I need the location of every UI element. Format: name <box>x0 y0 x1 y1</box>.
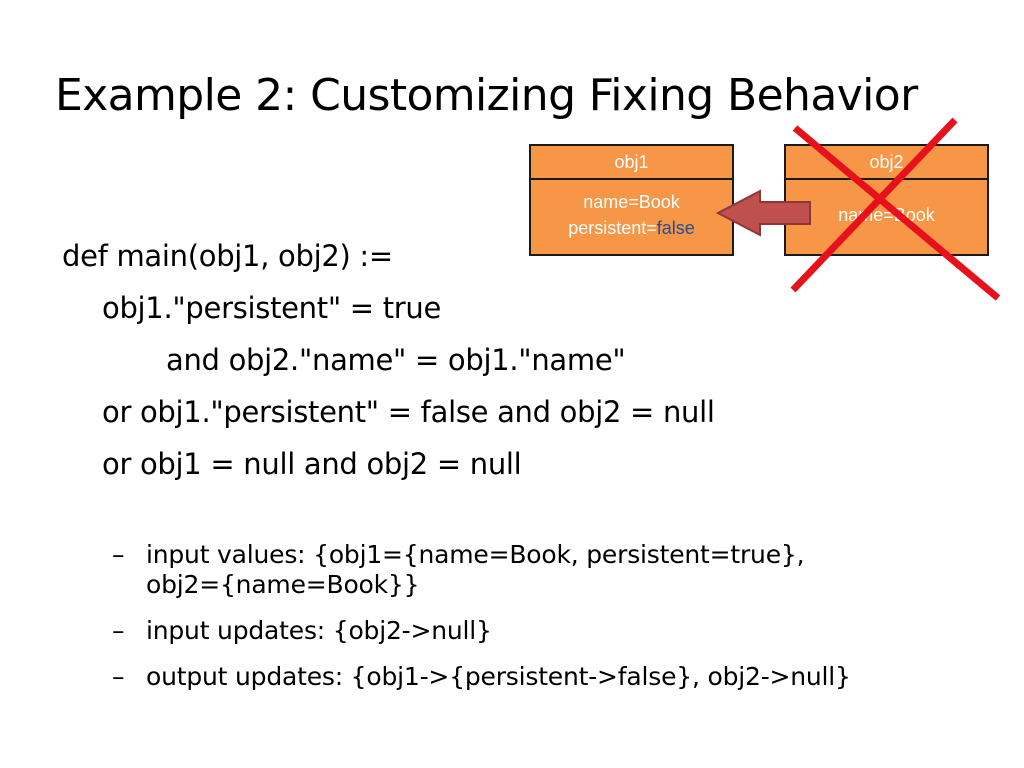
left-arrow <box>715 189 811 237</box>
cross-stroke-2 <box>790 117 958 293</box>
code-line: and obj2."name" = obj1."name" <box>166 343 626 377</box>
obj1-body: name=Book persistent=false <box>531 180 732 241</box>
bullet-dash: – <box>112 662 125 691</box>
bullet-text: output updates: {obj1->{persistent->fals… <box>146 662 851 691</box>
code-line: or obj1."persistent" = false and obj2 = … <box>102 395 715 429</box>
obj1-header: obj1 <box>531 146 732 180</box>
obj1-persistent-value: false <box>656 218 695 238</box>
bullet-text: input updates: {obj2->null} <box>146 616 492 645</box>
bullet-input-values: – input values: {obj1={name=Book, persis… <box>112 540 851 600</box>
obj1-box: obj1 name=Book persistent=false <box>529 144 734 256</box>
bullet-list: – input values: {obj1={name=Book, persis… <box>112 540 851 708</box>
code-line: or obj1 = null and obj2 = null <box>102 447 522 481</box>
bullet-output-updates: – output updates: {obj1->{persistent->fa… <box>112 662 851 692</box>
bullet-text: input values: {obj1={name=Book, persiste… <box>146 540 805 569</box>
code-line: obj1."persistent" = true <box>102 291 442 325</box>
slide-title: Example 2: Customizing Fixing Behavior <box>55 70 918 121</box>
obj1-name-field: name=Book <box>583 192 680 212</box>
bullet-text-continued: obj2={name=Book}} <box>146 570 420 599</box>
bullet-dash: – <box>112 540 125 569</box>
code-line: def main(obj1, obj2) := <box>62 239 393 273</box>
cross-stroke-1 <box>792 125 1001 301</box>
obj1-persistent-label: persistent= <box>568 218 657 238</box>
bullet-input-updates: – input updates: {obj2->null} <box>112 616 851 646</box>
obj1-persistent-field: persistent=false <box>531 215 732 241</box>
obj2-header: obj2 <box>786 146 987 180</box>
code-block: def main(obj1, obj2) := obj1."persistent… <box>62 230 715 490</box>
bullet-dash: – <box>112 616 125 645</box>
